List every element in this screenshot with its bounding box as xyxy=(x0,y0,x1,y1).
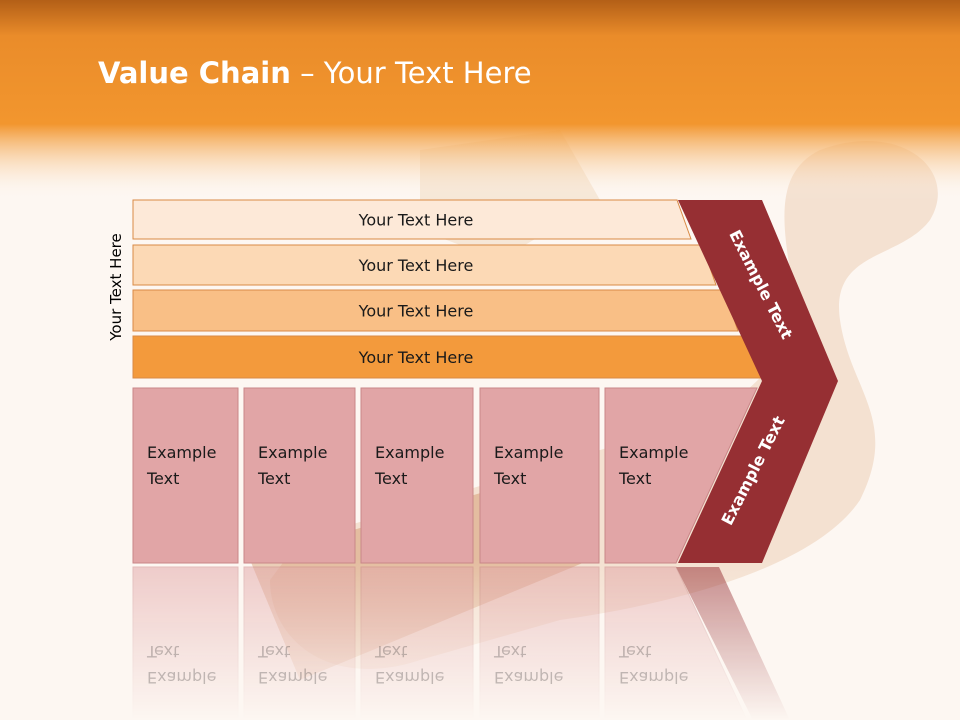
row-label: Your Text Here xyxy=(358,302,474,321)
box-label-line: Text xyxy=(257,469,290,488)
box-shape xyxy=(243,387,356,564)
box-label-line: Example xyxy=(258,443,327,462)
reflected-label-line: Text xyxy=(493,642,526,661)
box-reflection-text: Example Text xyxy=(493,642,563,687)
reflected-label-line: Example xyxy=(494,668,563,687)
row-1: Your Text Here xyxy=(132,199,692,240)
row-shape xyxy=(132,289,739,332)
box-shape xyxy=(132,387,239,564)
row-shape xyxy=(132,244,717,286)
row-4: Your Text Here xyxy=(132,335,763,379)
box-label-line: Text xyxy=(493,469,526,488)
reflected-label-line: Example xyxy=(375,668,444,687)
chevron-arrow xyxy=(678,200,838,563)
row-shape xyxy=(132,199,692,240)
box-label-line: Example xyxy=(494,443,563,462)
row-3: Your Text Here xyxy=(132,289,739,332)
box-reflection-text: Example Text xyxy=(146,642,216,687)
diagram-reflection xyxy=(132,566,790,720)
box-label-line: Text xyxy=(618,469,651,488)
box-label-line: Example xyxy=(619,443,688,462)
box-label-line: Text xyxy=(146,469,179,488)
row-label: Your Text Here xyxy=(358,348,474,367)
row-label: Your Text Here xyxy=(358,211,474,230)
reflected-label-line: Text xyxy=(257,642,290,661)
box-label-line: Example xyxy=(375,443,444,462)
reflected-label-line: Example xyxy=(619,668,688,687)
reflected-label-line: Text xyxy=(374,642,407,661)
title-rest: – Your Text Here xyxy=(290,56,532,90)
box-reflection-text: Example Text xyxy=(257,642,327,687)
box-shape xyxy=(604,387,758,564)
row-label: Your Text Here xyxy=(358,256,474,275)
title-bold: Value Chain xyxy=(98,56,291,90)
page-title: Value Chain – Your Text Here xyxy=(98,56,532,90)
box-shape xyxy=(479,387,600,564)
box-label-line: Example xyxy=(147,443,216,462)
row-2: Your Text Here xyxy=(132,244,717,286)
reflected-label-line: Example xyxy=(147,668,216,687)
box-reflection-text: Example Text xyxy=(618,642,688,687)
reflected-label-line: Example xyxy=(258,668,327,687)
box-shape xyxy=(360,387,474,564)
reflected-label-line: Text xyxy=(146,642,179,661)
box-reflection-text: Example Text xyxy=(374,642,444,687)
reflected-label-line: Text xyxy=(618,642,651,661)
header-band xyxy=(0,0,960,200)
box-label-line: Text xyxy=(374,469,407,488)
